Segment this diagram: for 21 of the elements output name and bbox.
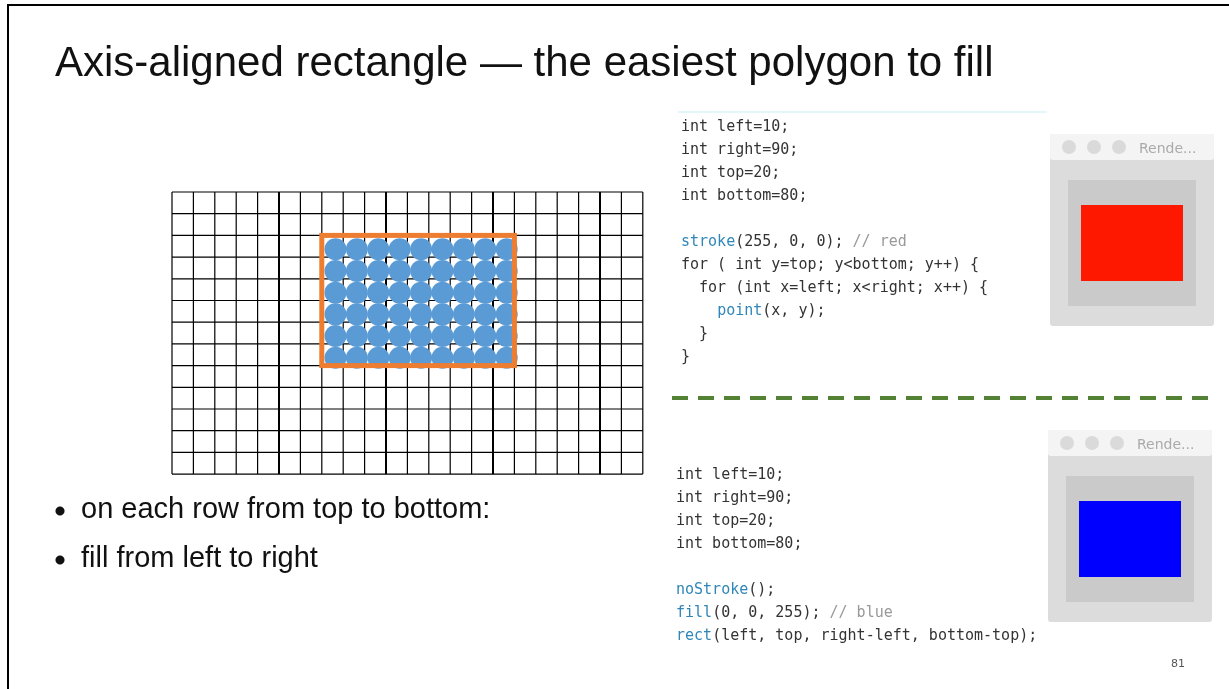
code-line: int bottom=80; [681, 186, 808, 204]
code-line: } [681, 347, 691, 365]
window-title: Rende... [1137, 436, 1195, 452]
code-line: int top=20; [676, 511, 776, 529]
code-line: int left=10; [676, 465, 785, 483]
code-line: for ( int y=top; y<bottom; y++) { [681, 255, 979, 273]
code-line: int right=90; [681, 140, 799, 158]
code-line: rect(left, top, right-left, bottom-top); [676, 626, 1038, 644]
code-line: fill(0, 0, 255); // blue [676, 603, 893, 621]
page-number: 81 [1171, 657, 1185, 670]
code-line: point(x, y); [716, 301, 826, 319]
code-line: int top=20; [681, 163, 781, 181]
code-line: } [698, 324, 709, 342]
code-line: int bottom=80; [676, 534, 803, 552]
code-line: int left=10; [681, 117, 790, 135]
code-line: int right=90; [676, 488, 794, 506]
window-title: Rende... [1139, 140, 1197, 156]
code-line: for (int x=left; x<right; x++) { [698, 278, 989, 296]
code-line: stroke(255, 0, 0); // red [681, 232, 907, 250]
code-line: noStroke(); [676, 580, 776, 598]
slide-title: Axis-aligned rectangle — the easiest polygon to fill [55, 38, 994, 86]
